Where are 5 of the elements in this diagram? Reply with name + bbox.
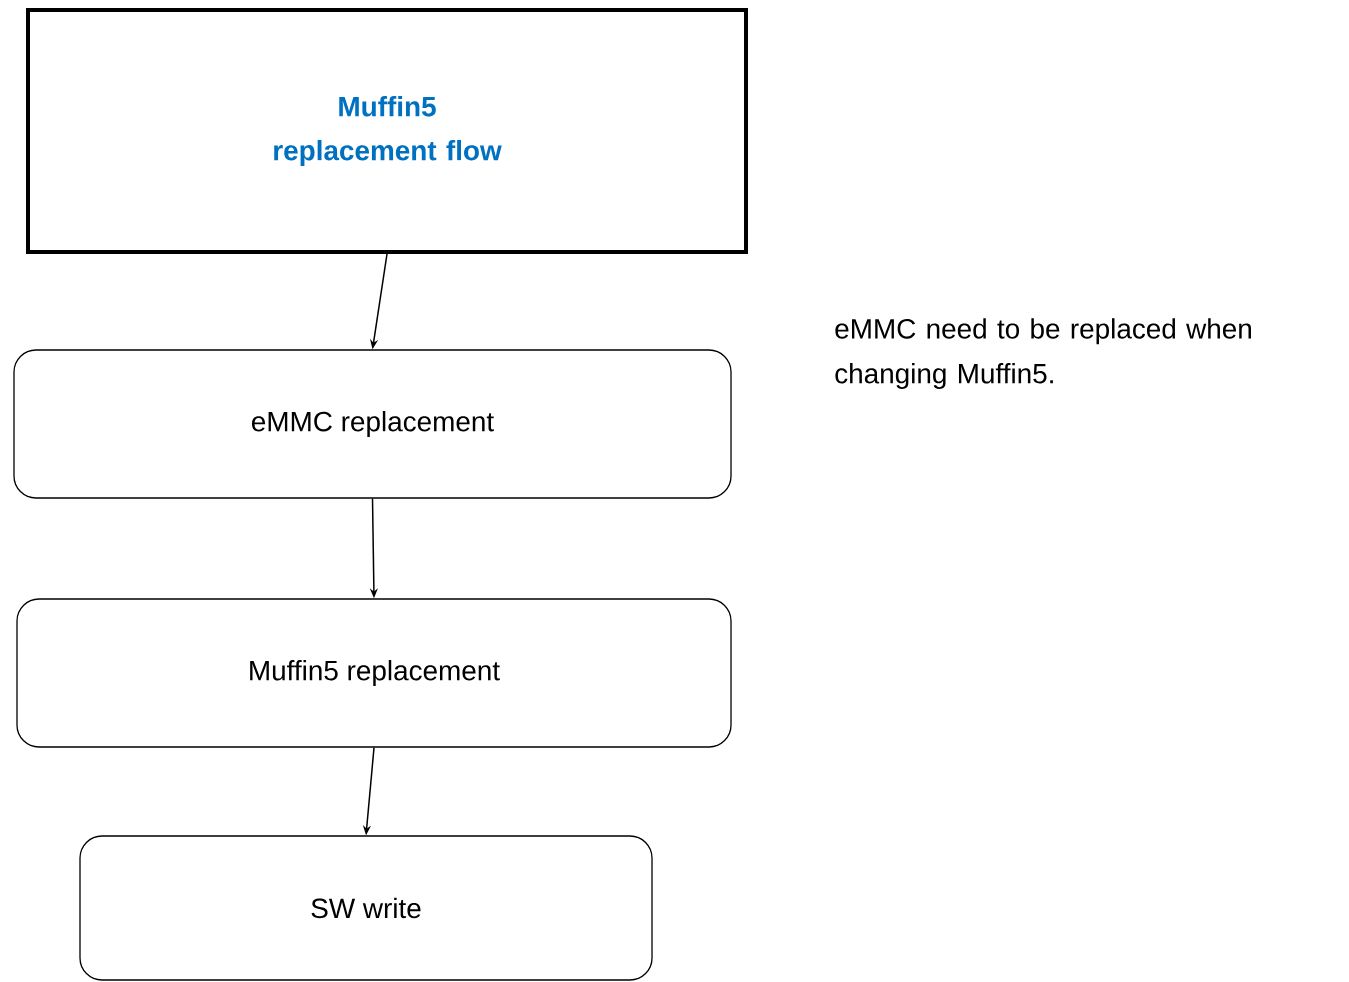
process-box: SW write (79, 835, 653, 981)
title-box: Muffin5 replacement flow (26, 8, 748, 254)
process-box: eMMC replacement (13, 349, 732, 499)
note-text: eMMC need to be replaced when changing Muffin5. (835, 318, 1251, 390)
process-box: Muffin5 replacement (16, 598, 732, 748)
